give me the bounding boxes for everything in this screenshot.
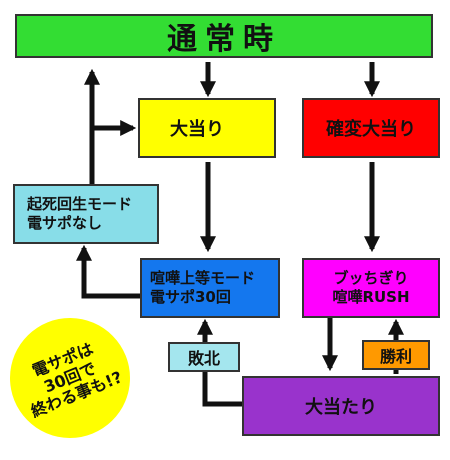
arrow-fight-mode-to-resurrection [75, 244, 140, 299]
node-resurrection: 起死回生モード 電サポなし [13, 184, 159, 244]
node-big-hit: 大当たり [242, 376, 440, 436]
node-normal: 通常時 [15, 14, 433, 58]
node-rush-line2: 喧嘩RUSH [332, 288, 410, 306]
label-win-text: 勝利 [379, 347, 412, 366]
node-resurrection-line2: 電サポなし [27, 214, 103, 232]
label-win: 勝利 [362, 340, 430, 370]
node-fight-mode-line1: 喧嘩上等モード [150, 268, 256, 287]
label-lose: 敗北 [168, 342, 240, 372]
node-prob-hit-label: 確変大当り [326, 119, 416, 140]
node-hit-label: 大当り [170, 119, 224, 140]
node-fight-mode: 喧嘩上等モード 電サポ30回 [140, 258, 280, 318]
node-rush-line1: ブッちぎり [333, 268, 409, 287]
label-lose-text: 敗北 [187, 349, 220, 368]
node-big-hit-label: 大当たり [305, 397, 377, 418]
node-fight-mode-line2: 電サポ30回 [150, 288, 231, 306]
node-rush: ブッちぎり 喧嘩RUSH [302, 258, 440, 318]
node-resurrection-line1: 起死回生モード [27, 194, 133, 213]
node-prob-hit: 確変大当り [302, 98, 440, 158]
node-normal-label: 通常時 [167, 22, 281, 57]
node-hit: 大当り [138, 98, 276, 158]
